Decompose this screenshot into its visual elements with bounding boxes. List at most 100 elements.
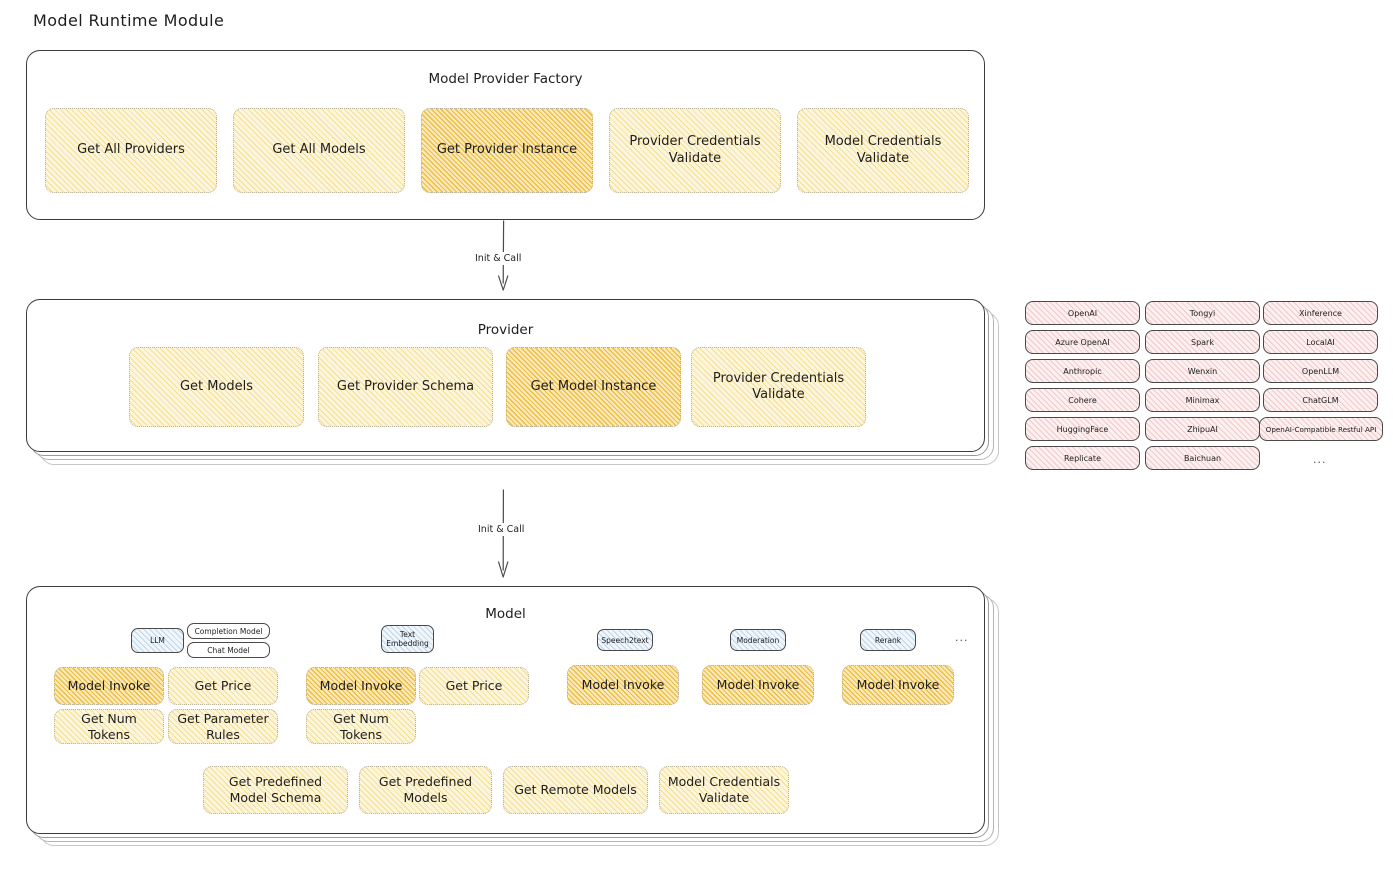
- model-types-ellipsis: ...: [955, 631, 969, 644]
- provider-chip-baichuan[interactable]: Baichuan: [1145, 446, 1260, 470]
- provider-list-ellipsis: ...: [1313, 453, 1327, 466]
- method-label: Model Invoke: [856, 677, 940, 693]
- provider-chip-label: Xinference: [1299, 308, 1342, 318]
- provider-chip-label: Spark: [1191, 337, 1214, 347]
- provider-box-provider-credentials-validate[interactable]: Provider Credentials Validate: [691, 347, 866, 427]
- method-label: Model Invoke: [67, 678, 151, 694]
- method-label: Get Price: [445, 678, 503, 694]
- provider-chip-cohere[interactable]: Cohere: [1025, 388, 1140, 412]
- text-embedding-method-model-invoke[interactable]: Model Invoke: [306, 667, 416, 705]
- provider-box-get-model-instance[interactable]: Get Model Instance: [506, 347, 681, 427]
- model-type-badge-speech2text[interactable]: Speech2text: [597, 629, 653, 651]
- method-label: Get Price: [194, 678, 252, 694]
- llm-method-get-num-tokens[interactable]: Get Num Tokens: [54, 709, 164, 744]
- provider-chip-minimax[interactable]: Minimax: [1145, 388, 1260, 412]
- provider-chip-openllm[interactable]: OpenLLM: [1263, 359, 1378, 383]
- model-common-method-model-credentials-validate[interactable]: Model Credentials Validate: [659, 766, 789, 814]
- speech2text-method-model-invoke[interactable]: Model Invoke: [567, 665, 679, 705]
- provider-title: Provider: [477, 322, 534, 338]
- model-provider-factory-panel: Model Provider Factory Get All Providers…: [26, 50, 985, 220]
- method-label: Model Invoke: [319, 678, 403, 694]
- method-label: Model Credentials Validate: [667, 774, 781, 805]
- provider-chip-zhipuai[interactable]: ZhipuAI: [1145, 417, 1260, 441]
- method-label: Get Predefined Models: [378, 774, 473, 805]
- provider-box-get-models[interactable]: Get Models: [129, 347, 304, 427]
- provider-chip-label: OpenLLM: [1301, 366, 1340, 376]
- model-common-method-get-remote-models[interactable]: Get Remote Models: [503, 766, 648, 814]
- model-panel: Model LLM Completion Model Chat Model Mo…: [26, 586, 985, 834]
- text-embedding-method-get-num-tokens[interactable]: Get Num Tokens: [306, 709, 416, 744]
- method-label: Get Parameter Rules: [177, 710, 269, 742]
- model-title: Model: [485, 606, 526, 622]
- factory-box-get-provider-instance[interactable]: Get Provider Instance: [421, 108, 593, 193]
- model-subtype-badge-chat-model[interactable]: Chat Model: [187, 642, 270, 658]
- provider-chip-label: Anthropic: [1063, 366, 1102, 376]
- provider-chip-azure-openai[interactable]: Azure OpenAI: [1025, 330, 1140, 354]
- llm-method-get-parameter-rules[interactable]: Get Parameter Rules: [168, 709, 278, 744]
- provider-chip-label: Azure OpenAI: [1055, 337, 1110, 347]
- model-common-method-get-predefined-models[interactable]: Get Predefined Models: [359, 766, 492, 814]
- model-provider-factory-title: Model Provider Factory: [428, 71, 583, 87]
- factory-box-label: Model Credentials Validate: [824, 134, 942, 166]
- text-embedding-method-get-price[interactable]: Get Price: [419, 667, 529, 705]
- provider-chip-label: LocalAI: [1306, 337, 1335, 347]
- provider-chip-label: HuggingFace: [1056, 424, 1109, 434]
- model-type-badge-moderation[interactable]: Moderation: [730, 629, 786, 651]
- provider-chip-chatglm[interactable]: ChatGLM: [1263, 388, 1378, 412]
- factory-box-get-all-providers[interactable]: Get All Providers: [45, 108, 217, 193]
- model-type-label: Text Embedding: [386, 630, 429, 648]
- llm-method-model-invoke[interactable]: Model Invoke: [54, 667, 164, 705]
- provider-chip-xinference[interactable]: Xinference: [1263, 301, 1378, 325]
- provider-chip-label: Wenxin: [1187, 366, 1218, 376]
- provider-box-label: Get Models: [179, 378, 254, 394]
- method-label: Model Invoke: [581, 677, 665, 693]
- provider-chip-localai[interactable]: LocalAI: [1263, 330, 1378, 354]
- provider-chip-label: ChatGLM: [1302, 395, 1339, 405]
- provider-chip-huggingface[interactable]: HuggingFace: [1025, 417, 1140, 441]
- model-subtype-badge-completion-model[interactable]: Completion Model: [187, 623, 270, 639]
- factory-box-label: Provider Credentials Validate: [629, 134, 761, 166]
- arrow-provider-to-model: [498, 489, 509, 578]
- provider-box-label: Get Model Instance: [530, 378, 657, 394]
- model-type-badge-rerank[interactable]: Rerank: [860, 629, 916, 651]
- arrow-label-init-and-call-1: Init & Call: [471, 252, 526, 265]
- llm-method-get-price[interactable]: Get Price: [168, 667, 278, 705]
- model-type-label: Moderation: [736, 635, 780, 645]
- provider-chip-anthropic[interactable]: Anthropic: [1025, 359, 1140, 383]
- provider-chip-openai-compatible-restful-api[interactable]: OpenAI-Compatible Restful API: [1259, 417, 1383, 441]
- provider-box-get-provider-schema[interactable]: Get Provider Schema: [318, 347, 493, 427]
- model-common-method-get-predefined-model-schema[interactable]: Get Predefined Model Schema: [203, 766, 348, 814]
- provider-chip-label: Baichuan: [1183, 453, 1222, 463]
- model-type-badge-text-embedding[interactable]: Text Embedding: [381, 625, 434, 653]
- model-type-label: LLM: [150, 636, 165, 645]
- provider-chip-label: OpenAI-Compatible Restful API: [1265, 424, 1377, 434]
- factory-box-model-credentials-validate[interactable]: Model Credentials Validate: [797, 108, 969, 193]
- provider-box-label: Provider Credentials Validate: [712, 370, 845, 402]
- provider-panel: Provider Get Models Get Provider Schema …: [26, 299, 985, 452]
- method-label: Get Remote Models: [514, 782, 637, 798]
- moderation-method-model-invoke[interactable]: Model Invoke: [702, 665, 814, 705]
- method-label: Get Num Tokens: [81, 710, 137, 742]
- provider-chip-label: Minimax: [1185, 395, 1220, 405]
- factory-box-provider-credentials-validate[interactable]: Provider Credentials Validate: [609, 108, 781, 193]
- provider-chip-spark[interactable]: Spark: [1145, 330, 1260, 354]
- provider-chip-replicate[interactable]: Replicate: [1025, 446, 1140, 470]
- model-type-label: Speech2text: [601, 635, 649, 645]
- page-title: Model Runtime Module: [33, 11, 225, 30]
- provider-chip-tongyi[interactable]: Tongyi: [1145, 301, 1260, 325]
- method-label: Get Num Tokens: [333, 710, 389, 742]
- provider-chip-label: Replicate: [1063, 453, 1101, 463]
- provider-chip-wenxin[interactable]: Wenxin: [1145, 359, 1260, 383]
- model-subtype-label: Chat Model: [207, 645, 250, 655]
- factory-box-get-all-models[interactable]: Get All Models: [233, 108, 405, 193]
- model-subtype-label: Completion Model: [194, 626, 263, 636]
- provider-chip-label: ZhipuAI: [1187, 424, 1218, 434]
- provider-chip-label: Tongyi: [1189, 308, 1216, 318]
- provider-box-label: Get Provider Schema: [336, 378, 475, 394]
- provider-chip-openai[interactable]: OpenAI: [1025, 301, 1140, 325]
- arrow-label-init-and-call-2: Init & Call: [474, 523, 529, 536]
- model-type-badge-llm[interactable]: LLM: [131, 628, 184, 653]
- model-type-label: Rerank: [874, 635, 902, 645]
- rerank-method-model-invoke[interactable]: Model Invoke: [842, 665, 954, 705]
- provider-chip-label: OpenAI: [1067, 308, 1098, 318]
